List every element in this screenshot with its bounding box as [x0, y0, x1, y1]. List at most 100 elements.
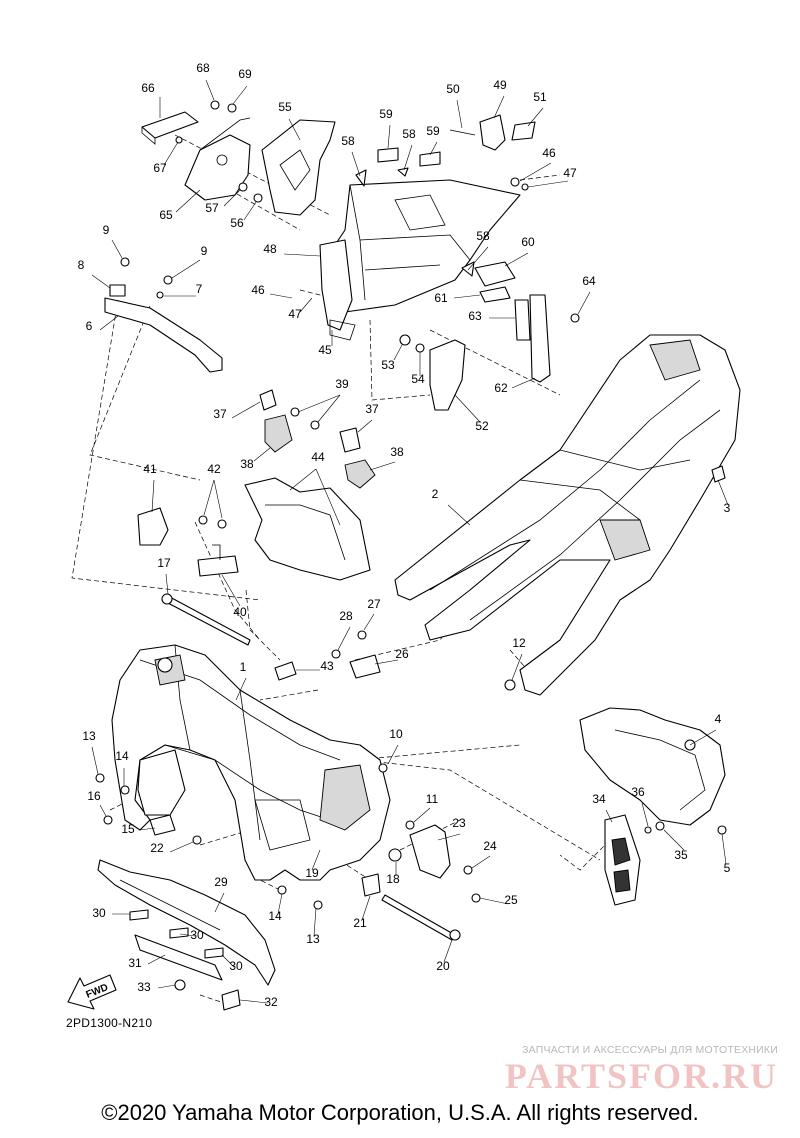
callout-66: 66: [141, 81, 155, 95]
callout-16: 16: [87, 789, 101, 803]
watermark: ЗАПЧАСТИ И АКСЕССУАРЫ ДЛЯ МОТОТЕХНИКИ PA…: [478, 1044, 778, 1096]
callout-63: 63: [468, 309, 482, 323]
callout-52: 52: [475, 419, 489, 433]
callout-51: 51: [533, 90, 547, 104]
callout-25: 25: [504, 893, 518, 907]
pivot-parts: [277, 763, 481, 941]
callout-34: 34: [592, 792, 606, 806]
callout-43: 43: [320, 659, 334, 673]
callout-68: 68: [196, 61, 210, 75]
callout-2: 2: [432, 487, 439, 501]
bracket-26-43: [274, 630, 381, 681]
callout-17: 17: [157, 556, 171, 570]
callout-15: 15: [121, 822, 135, 836]
callout-59: 59: [426, 124, 440, 138]
main-frame-1: [111, 644, 391, 881]
cover-52: [399, 334, 466, 411]
copyright-notice: ©2020 Yamaha Motor Corporation, U.S.A. A…: [101, 1100, 699, 1125]
callout-33: 33: [137, 980, 151, 994]
callout-6: 6: [86, 319, 93, 333]
callout-50: 50: [446, 82, 460, 96]
callout-20: 20: [436, 959, 450, 973]
watermark-caption: ЗАПЧАСТИ И АКСЕССУАРЫ ДЛЯ МОТОТЕХНИКИ: [522, 1044, 778, 1056]
callout-42: 42: [207, 462, 221, 476]
callout-10: 10: [389, 727, 403, 741]
battery-box-45: [319, 179, 521, 341]
engine-mount-left: [95, 749, 202, 845]
callout-31: 31: [128, 956, 142, 970]
callout-64: 64: [582, 274, 596, 288]
callout-40: 40: [233, 605, 247, 619]
callout-37: 37: [213, 407, 227, 421]
plates-60-61: [474, 261, 516, 303]
holder-37-38: [259, 389, 376, 489]
callout-48: 48: [263, 242, 277, 256]
callout-30: 30: [190, 928, 204, 942]
callout-11: 11: [426, 792, 439, 806]
callout-22: 22: [150, 841, 164, 855]
callout-1: 1: [240, 660, 247, 674]
callout-14: 14: [268, 909, 282, 923]
callout-47: 47: [288, 307, 302, 321]
insulator-44: [244, 477, 371, 581]
callout-41: 41: [143, 462, 157, 476]
callout-60: 60: [521, 235, 535, 249]
callout-23: 23: [452, 816, 466, 830]
callout-65: 65: [159, 208, 173, 222]
callout-58: 58: [476, 229, 490, 243]
callout-30: 30: [92, 906, 106, 920]
small-bolts-top: [175, 100, 263, 203]
callout-56: 56: [230, 216, 244, 230]
callout-38: 38: [390, 445, 404, 459]
callout-13: 13: [82, 729, 96, 743]
callout-54: 54: [411, 372, 425, 386]
callout-59: 59: [379, 107, 393, 121]
bracket-40: [197, 544, 239, 577]
fwd-arrow-icon: FWD: [67, 974, 117, 1010]
callout-47: 47: [563, 166, 577, 180]
callout-27: 27: [367, 597, 381, 611]
callout-30: 30: [229, 959, 243, 973]
rear-frame-2: [394, 334, 741, 696]
callout-38: 38: [240, 457, 254, 471]
callout-3: 3: [724, 501, 731, 515]
callout-69: 69: [238, 67, 252, 81]
callout-18: 18: [386, 872, 400, 886]
callout-57: 57: [205, 201, 219, 215]
callout-44: 44: [311, 450, 325, 464]
seat-bracket-65: [184, 117, 251, 201]
callout-14: 14: [115, 749, 129, 763]
callout-29: 29: [214, 875, 228, 889]
callout-5: 5: [724, 861, 731, 875]
callout-35: 35: [674, 848, 688, 862]
relay-49-51: [449, 114, 536, 191]
callout-4: 4: [715, 712, 722, 726]
callout-36: 36: [631, 785, 645, 799]
stay-6: [104, 257, 223, 373]
callout-37: 37: [365, 402, 379, 416]
bracket-55: [261, 119, 336, 216]
callout-24: 24: [483, 839, 497, 853]
callout-49: 49: [493, 78, 507, 92]
watermark-logo: PARTSFOR.RU: [504, 1056, 778, 1096]
callout-12: 12: [512, 636, 526, 650]
callout-26: 26: [395, 647, 409, 661]
catalog-code: 2PD1300-N210: [66, 1016, 153, 1030]
callout-7: 7: [196, 282, 203, 296]
strip-63-62: [514, 294, 580, 383]
footrest-bracket-34: [604, 814, 727, 906]
callout-46: 46: [542, 146, 556, 160]
bracket-41: [137, 507, 227, 546]
callout-32: 32: [264, 995, 278, 1009]
long-bolt-17: [161, 593, 251, 646]
callout-62: 62: [494, 381, 508, 395]
callout-61: 61: [434, 291, 448, 305]
callout-55: 55: [278, 100, 292, 114]
callout-21: 21: [353, 916, 367, 930]
callout-58: 58: [402, 127, 416, 141]
pads-58-59: [355, 147, 475, 277]
callout-19: 19: [305, 866, 319, 880]
callout-46: 46: [251, 283, 265, 297]
